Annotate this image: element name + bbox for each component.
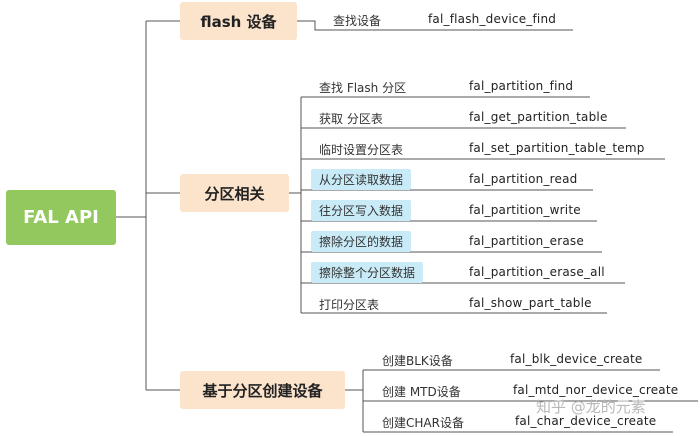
leaf-label-erase-all: 擦除整个分区数据 xyxy=(311,262,424,283)
leaf-api-set-partition-table-temp: fal_set_partition_table_temp xyxy=(469,141,645,155)
leaf-label-find-device: 查找设备 xyxy=(333,14,382,28)
leaf-api-get-partition-table: fal_get_partition_table xyxy=(469,110,608,124)
leaf-api-show-part-table: fal_show_part_table xyxy=(469,296,592,310)
leaf-api-partition-find: fal_partition_find xyxy=(469,79,574,93)
root-node: FAL API xyxy=(6,190,116,245)
leaf-label-create-mtd: 创建 MTD设备 xyxy=(382,385,461,399)
leaf-label-set-table-temp: 临时设置分区表 xyxy=(319,143,404,157)
leaf-label-get-table: 获取 分区表 xyxy=(319,112,383,126)
leaf-api-partition-read: fal_partition_read xyxy=(469,172,578,186)
leaf-label-read: 从分区读取数据 xyxy=(311,169,412,190)
branch-partition: 分区相关 xyxy=(180,174,289,212)
leaf-label-create-char: 创建CHAR设备 xyxy=(382,416,464,430)
branch-flash-device: flash 设备 xyxy=(180,2,297,40)
leaf-label-erase: 擦除分区的数据 xyxy=(311,231,412,252)
branch-create-device: 基于分区创建设备 xyxy=(180,371,345,409)
leaf-label-find-partition: 查找 Flash 分区 xyxy=(319,81,407,95)
leaf-label-write: 往分区写入数据 xyxy=(311,200,412,221)
leaf-api-mtd-nor-device-create: fal_mtd_nor_device_create xyxy=(513,383,679,397)
leaf-api-partition-erase: fal_partition_erase xyxy=(469,234,584,248)
leaf-api-partition-write: fal_partition_write xyxy=(469,203,581,217)
leaf-label-show-table: 打印分区表 xyxy=(319,298,380,312)
watermark: 知乎 @龙的元素 xyxy=(536,398,646,416)
leaf-api-blk-device-create: fal_blk_device_create xyxy=(510,352,643,366)
leaf-api-flash-device-find: fal_flash_device_find xyxy=(428,12,557,26)
leaf-api-partition-erase-all: fal_partition_erase_all xyxy=(469,265,605,279)
leaf-label-create-blk: 创建BLK设备 xyxy=(382,354,453,368)
leaf-api-char-device-create: fal_char_device_create xyxy=(515,414,657,428)
